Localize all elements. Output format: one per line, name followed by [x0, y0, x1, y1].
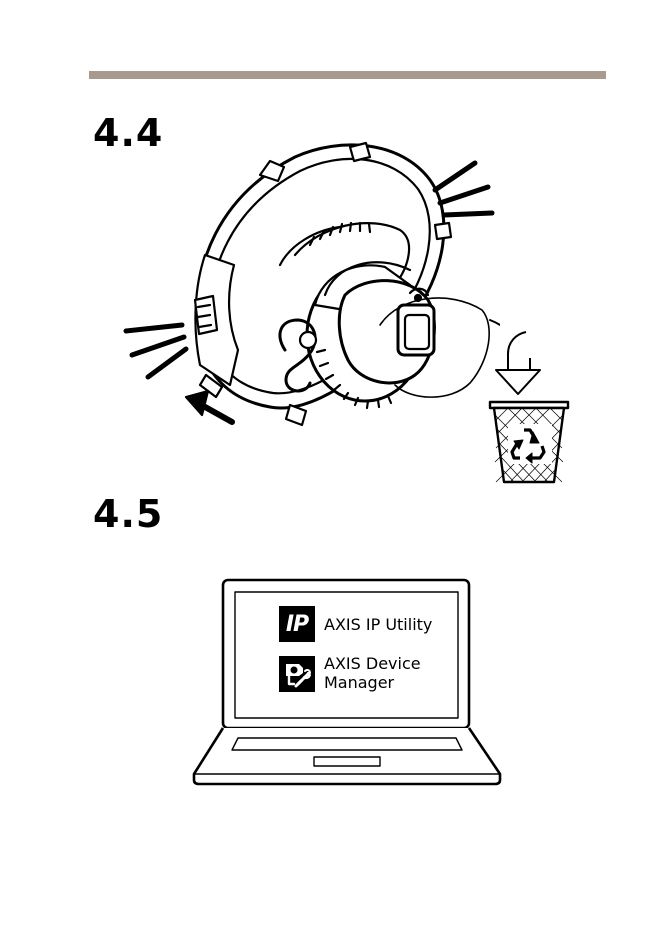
device-manager-label: AXIS Device Manager: [324, 654, 434, 692]
ip-utility-icon: IP: [279, 606, 315, 642]
app-entry-ip-utility[interactable]: IP AXIS IP Utility: [279, 606, 432, 642]
header-rule: [89, 71, 606, 79]
camera-removal-illustration: [110, 135, 500, 435]
step-number-4-5: 4.5: [93, 495, 163, 533]
device-manager-wrench-icon: [279, 656, 315, 692]
trash-bin-icon: [486, 312, 576, 488]
ip-utility-label: AXIS IP Utility: [324, 615, 432, 634]
app-entry-device-manager[interactable]: AXIS Device Manager: [279, 656, 434, 692]
